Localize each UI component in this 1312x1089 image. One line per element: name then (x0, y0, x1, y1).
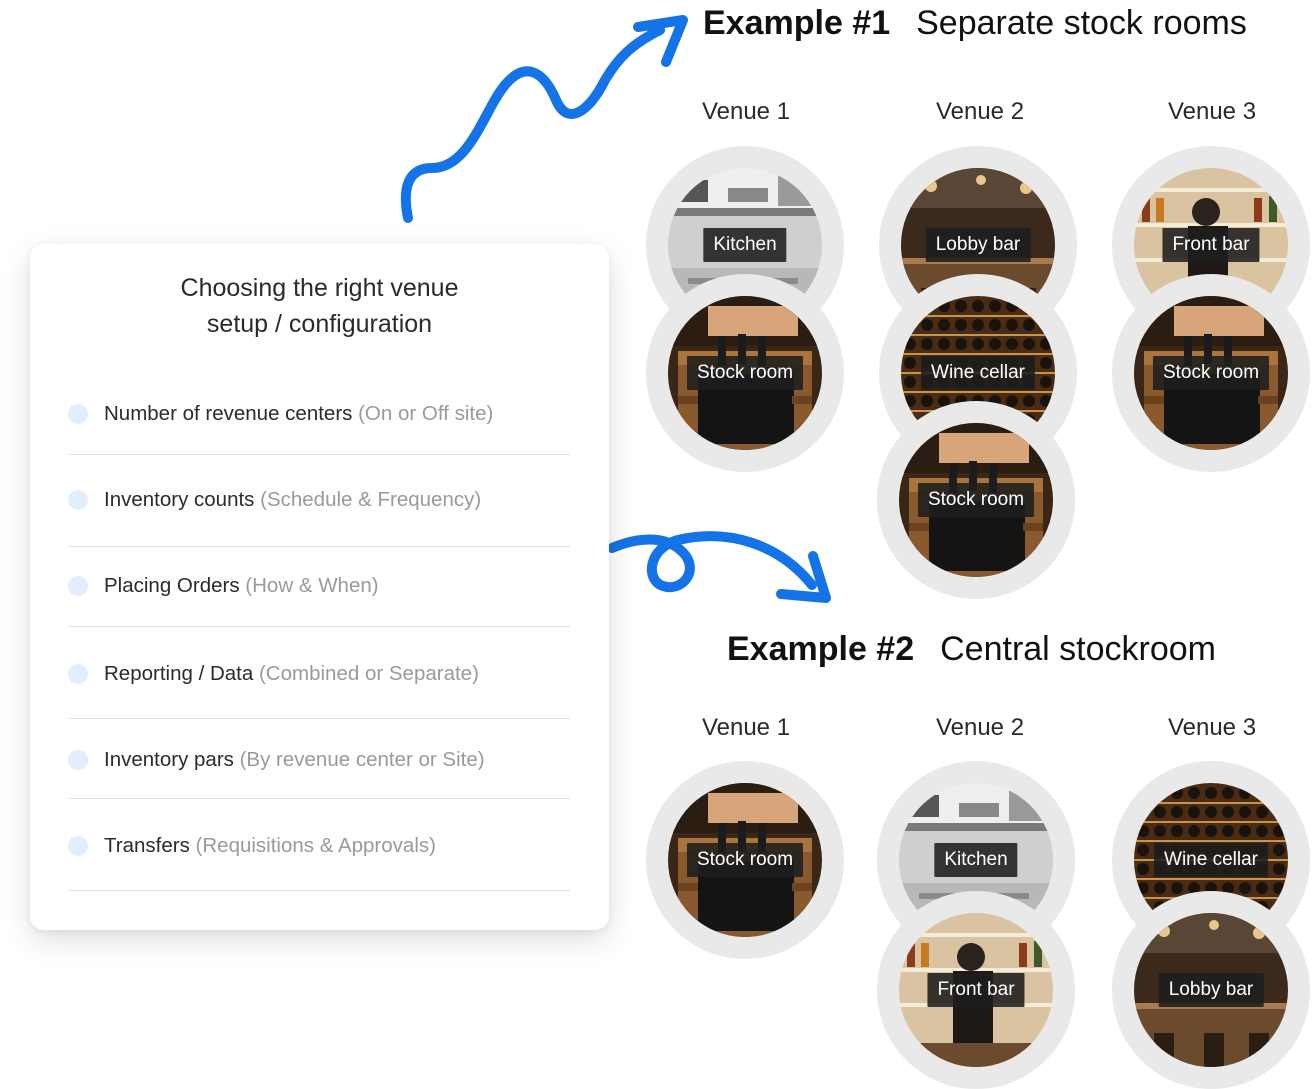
list-item-label: Reporting / Data (104, 662, 254, 685)
room-circle: Front bar (877, 891, 1075, 1089)
list-item-label: Inventory pars (104, 748, 234, 771)
example-2-title: Central stockroom (940, 630, 1216, 668)
list-item-label: Inventory counts (104, 488, 255, 511)
room-circle: Stock room (646, 274, 844, 472)
list-item: Reporting / Data (Combined or Separate) (68, 654, 570, 694)
list-item: Inventory counts (Schedule & Frequency) (68, 480, 570, 520)
example-1-venue-label: Venue 3 (1167, 98, 1257, 125)
example-1-number: Example #1 (703, 4, 891, 42)
room-label: Kitchen (703, 228, 787, 262)
configuration-card: Choosing the right venue setup / configu… (30, 244, 609, 930)
list-item-text: Inventory counts (Schedule & Frequency) (104, 488, 481, 512)
bullet-icon (68, 576, 88, 596)
example-1-venue-label: Venue 1 (701, 98, 791, 125)
list-item-label: Placing Orders (104, 574, 240, 597)
example-1-heading: Example #1 Separate stock rooms (703, 4, 1247, 43)
divider (68, 546, 570, 547)
card-title: Choosing the right venue setup / configu… (180, 274, 459, 338)
room-label: Wine cellar (1154, 843, 1268, 877)
room-label: Lobby bar (925, 228, 1031, 262)
list-item-note: (Schedule & Frequency) (260, 488, 482, 511)
bullet-icon (68, 836, 88, 856)
list-item-text: Reporting / Data (Combined or Separate) (104, 662, 479, 686)
room-label: Stock room (686, 356, 804, 390)
example-2-venue-label: Venue 1 (701, 714, 791, 741)
room-label: Kitchen (934, 843, 1018, 877)
list-item-note: (Combined or Separate) (258, 662, 479, 685)
list-item-text: Transfers (Requisitions & Approvals) (104, 834, 436, 858)
room-label: Front bar (1162, 228, 1260, 262)
room-circle: Lobby bar (1112, 891, 1310, 1089)
divider (68, 454, 570, 455)
room-label: Lobby bar (1158, 973, 1264, 1007)
list-item-note: (On or Off site) (358, 402, 494, 425)
bullet-icon (68, 490, 88, 510)
room-circle: Stock room (1112, 274, 1310, 472)
room-label: Stock room (1152, 356, 1270, 390)
list-item-note: (How & When) (245, 574, 379, 597)
list-item: Placing Orders (How & When) (68, 566, 570, 606)
bullet-icon (68, 750, 88, 770)
list-item-label: Number of revenue centers (104, 402, 353, 425)
list-item: Number of revenue centers (On or Off sit… (68, 394, 570, 434)
list-item-text: Placing Orders (How & When) (104, 574, 379, 598)
example-1-title: Separate stock rooms (916, 4, 1247, 42)
list-item-label: Transfers (104, 834, 190, 857)
divider (68, 626, 570, 627)
room-label: Stock room (917, 483, 1035, 517)
room-label: Wine cellar (921, 356, 1035, 390)
divider (68, 798, 570, 799)
list-item-text: Number of revenue centers (On or Off sit… (104, 402, 493, 426)
list-item-text: Inventory pars (By revenue center or Sit… (104, 748, 485, 772)
example-2-venue-label: Venue 3 (1167, 714, 1257, 741)
list-item-note: (By revenue center or Site) (239, 748, 485, 771)
room-circle: Stock room (877, 401, 1075, 599)
list-item: Inventory pars (By revenue center or Sit… (68, 740, 570, 780)
example-1-venue-label: Venue 2 (935, 98, 1025, 125)
room-circle: Stock room (646, 761, 844, 959)
room-label: Front bar (927, 973, 1025, 1007)
example-2-venue-label: Venue 2 (935, 714, 1025, 741)
bullet-icon (68, 664, 88, 684)
divider (68, 718, 570, 719)
room-label: Stock room (686, 843, 804, 877)
example-2-number: Example #2 (727, 630, 915, 668)
bullet-icon (68, 404, 88, 424)
list-item-note: (Requisitions & Approvals) (195, 834, 436, 857)
list-item: Transfers (Requisitions & Approvals) (68, 826, 570, 866)
divider (68, 890, 570, 891)
example-2-heading: Example #2 Central stockroom (727, 630, 1216, 669)
